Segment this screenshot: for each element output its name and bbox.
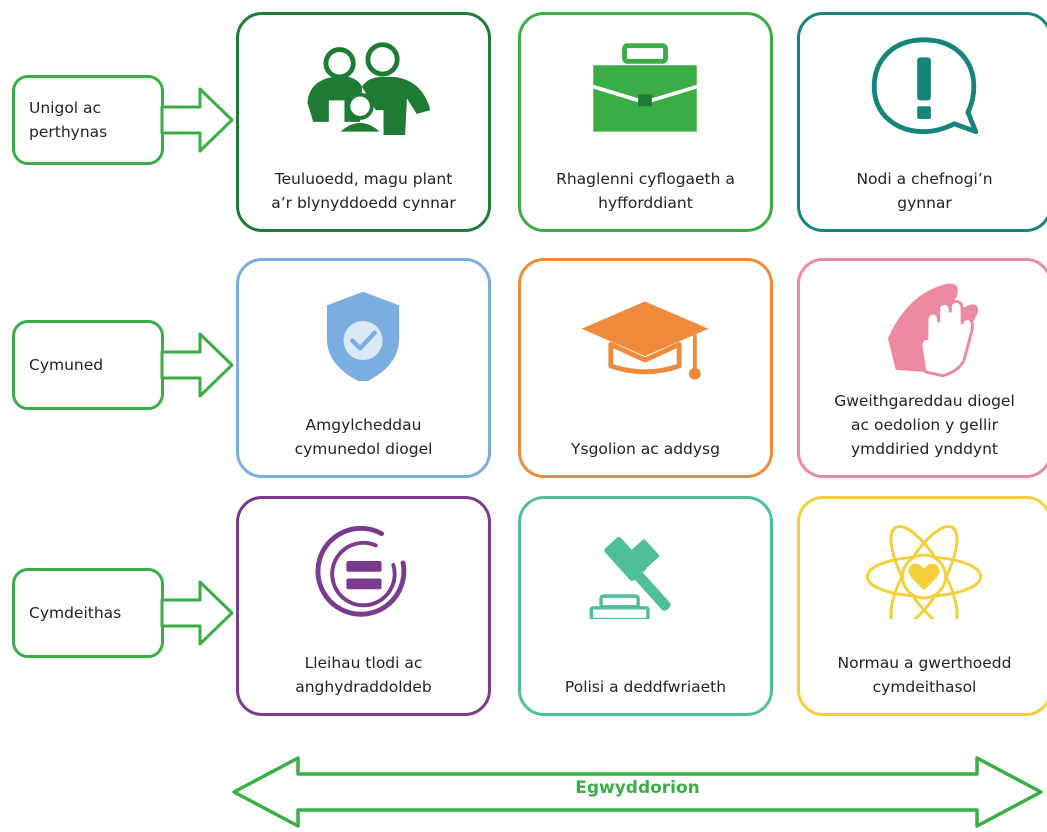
card-label: Normau a gwerthoedd cymdeithasol xyxy=(837,654,1012,696)
row-label-text: Cymdeithas xyxy=(29,604,122,622)
card-reduce-poverty: Lleihau tlodi ac anghydraddoldeb xyxy=(236,496,491,716)
card-families: Teuluoedd, magu plant a’r blynyddoedd cy… xyxy=(236,12,491,232)
shield-check-icon xyxy=(326,291,400,381)
row-label-text: Cymuned xyxy=(29,356,104,374)
equality-icon xyxy=(315,525,407,617)
hands-icon xyxy=(887,283,978,378)
card-label: Lleihau tlodi ac anghydraddoldeb xyxy=(295,654,432,696)
row-label-individual: Unigol ac perthynas xyxy=(12,75,164,165)
card-early-support: Nodi a chefnogi’n gynnar xyxy=(797,12,1047,232)
briefcase-icon xyxy=(593,43,697,132)
card-label: Ysgolion ac addysg xyxy=(571,440,720,458)
row-label-society: Cymdeithas xyxy=(12,568,164,658)
card-label: Teuluoedd, magu plant a’r blynyddoedd cy… xyxy=(271,170,456,212)
card-label: Polisi a deddfwriaeth xyxy=(564,678,727,696)
card-safe-activities: Gweithgareddau diogel ac oedolion y gell… xyxy=(797,258,1047,478)
graduation-cap-icon xyxy=(581,301,709,380)
card-label: Gweithgareddau diogel ac oedolion y gell… xyxy=(834,392,1015,458)
card-label: Nodi a chefnogi’n gynnar xyxy=(856,170,993,212)
row-label-text: Unigol ac perthynas xyxy=(29,99,108,141)
row-label-community: Cymuned xyxy=(12,320,164,410)
atom-heart-icon xyxy=(865,525,983,619)
arrow-right-icon xyxy=(160,87,234,153)
card-social-norms: Normau a gwerthoedd cymdeithasol xyxy=(797,496,1047,716)
card-employment: Rhaglenni cyflogaeth a hyfforddiant xyxy=(518,12,773,232)
card-schools: Ysgolion ac addysg xyxy=(518,258,773,478)
arrow-right-icon xyxy=(160,580,234,646)
card-label: Rhaglenni cyflogaeth a hyfforddiant xyxy=(556,170,735,212)
card-label: Amgylcheddau cymunedol diogel xyxy=(294,416,433,458)
principles-label: Egwyddorion xyxy=(575,778,700,798)
double-arrow-icon xyxy=(232,756,1043,828)
exclamation-speech-icon xyxy=(871,37,979,135)
family-icon xyxy=(307,42,431,135)
gavel-icon xyxy=(589,537,671,619)
card-policy: Polisi a deddfwriaeth xyxy=(518,496,773,716)
card-safe-environments: Amgylcheddau cymunedol diogel xyxy=(236,258,491,478)
arrow-right-icon xyxy=(160,332,234,398)
